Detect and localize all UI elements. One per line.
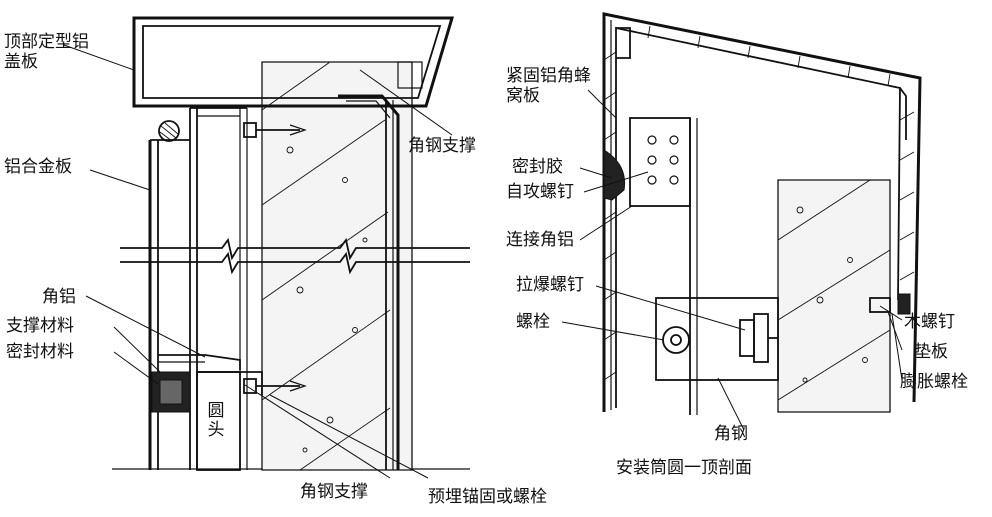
- left-concrete-wall: [261, 61, 413, 471]
- figure-caption: 安装筒圆一顶剖面: [616, 458, 752, 478]
- label-blind-rivet: 拉爆螺钉: [516, 275, 584, 295]
- label-expansion-bolt: 膨胀螺栓: [900, 372, 968, 392]
- label-round-head: 圆头: [207, 401, 225, 440]
- label-washer: 垫板: [914, 342, 948, 362]
- label-embedded-anchor: 预埋锚固或螺栓: [428, 487, 547, 507]
- label-top-cap: 顶部定型铝盖板: [4, 32, 89, 72]
- label-connecting-angle: 连接角铝: [506, 230, 574, 250]
- label-angle-steel-top: 角钢支撑: [408, 136, 476, 156]
- right-detail: [561, 12, 922, 431]
- label-bolt: 螺栓: [516, 312, 550, 332]
- right-concrete-block: [777, 179, 891, 413]
- label-sealant: 密封胶: [512, 157, 563, 177]
- label-angle-steel: 角钢: [714, 424, 748, 444]
- label-support-material: 支撑材料: [6, 316, 74, 336]
- label-wood-screw: 木螺钉: [904, 312, 955, 332]
- top-cap-cover: [132, 16, 455, 108]
- label-angle-aluminum: 角铝: [42, 287, 76, 307]
- label-angle-steel-bottom: 角钢支撑: [300, 482, 368, 502]
- label-honeycomb-panel: 紧固铝角蜂窝板: [506, 66, 591, 106]
- label-alloy-panel: 铝合金板: [4, 157, 72, 177]
- left-detail: [63, 16, 470, 479]
- label-self-tapping-screw: 自攻螺钉: [506, 182, 574, 202]
- label-seal-material: 密封材料: [6, 342, 74, 362]
- honeycomb-shell: [602, 12, 922, 412]
